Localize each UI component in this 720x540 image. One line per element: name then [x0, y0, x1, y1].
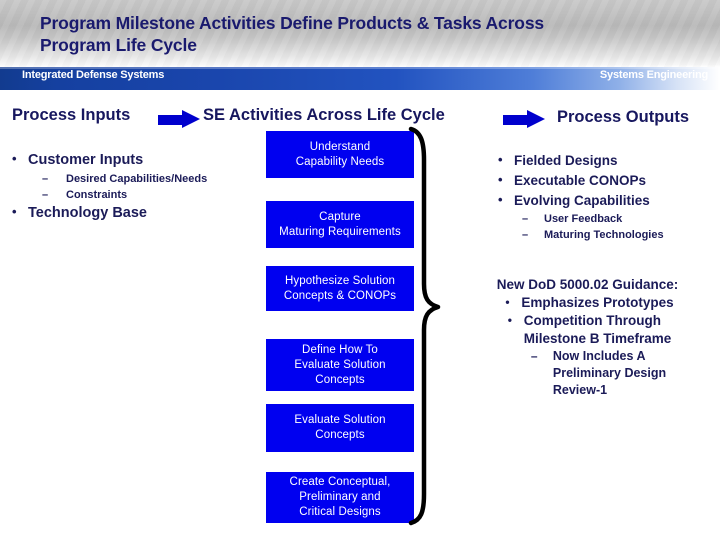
- heading-se-activities: SE Activities Across Life Cycle: [203, 106, 445, 124]
- arrow-head: [527, 110, 545, 128]
- activity-box-evaluate-solution-concepts[interactable]: Evaluate Solution Concepts: [266, 404, 414, 452]
- activity-box-define-how-to-evaluate[interactable]: Define How To Evaluate Solution Concepts: [266, 339, 414, 391]
- process-inputs-list: Customer Inputs Desired Capabilities/Nee…: [6, 149, 256, 224]
- list-item: Emphasizes Prototypes: [501, 293, 673, 312]
- list-item: User Feedback: [492, 211, 720, 227]
- list-item: Competition Through Milestone B Timefram…: [504, 311, 672, 348]
- process-outputs-list: Fielded Designs Executable CONOPs Evolvi…: [492, 150, 720, 243]
- ribbon-bar: [0, 67, 720, 90]
- guidance-row: Emphasizes Prototypes: [455, 293, 720, 312]
- activity-box-understand-capability-needs[interactable]: Understand Capability Needs: [266, 131, 414, 178]
- list-item: Technology Base: [6, 202, 256, 223]
- right-curly-brace-icon: [408, 126, 441, 526]
- activity-box-hypothesize-solution-concepts[interactable]: Hypothesize Solution Concepts & CONOPs: [266, 266, 414, 311]
- list-item: Executable CONOPs: [492, 170, 720, 190]
- ribbon-right-label: Systems Engineering: [599, 69, 708, 81]
- heading-process-outputs: Process Outputs: [557, 108, 690, 126]
- list-item: Constraints: [6, 187, 256, 203]
- right-arrow-icon-outputs: [503, 110, 545, 129]
- activity-box-create-designs[interactable]: Create Conceptual, Preliminary and Criti…: [266, 472, 414, 523]
- list-item: Evolving Capabilities: [492, 190, 720, 210]
- arrow-head: [182, 110, 200, 128]
- arrow-shaft: [158, 115, 183, 125]
- guidance-row: Competition Through Milestone B Timefram…: [455, 311, 720, 348]
- list-item: Desired Capabilities/Needs: [6, 171, 256, 187]
- list-item: Now Includes A Preliminary Design Review…: [523, 348, 666, 399]
- list-item: Fielded Designs: [492, 150, 720, 170]
- page-title: Program Milestone Activities Define Prod…: [40, 13, 544, 55]
- guidance-block: New DoD 5000.02 Guidance: Emphasizes Pro…: [455, 275, 720, 399]
- guidance-list: Emphasizes Prototypes Competition Throug…: [455, 293, 720, 399]
- heading-process-inputs: Process Inputs: [12, 106, 131, 124]
- arrow-shaft: [503, 115, 528, 125]
- activity-box-capture-maturing-requirements[interactable]: Capture Maturing Requirements: [266, 201, 414, 248]
- header-background: [0, 0, 720, 67]
- list-item: Customer Inputs: [6, 149, 256, 170]
- guidance-title: New DoD 5000.02 Guidance:: [496, 277, 679, 292]
- guidance-row: Now Includes A Preliminary Design Review…: [455, 348, 720, 399]
- ribbon-left-label: Integrated Defense Systems: [22, 69, 165, 81]
- right-arrow-icon-inputs: [158, 110, 200, 129]
- list-item: Maturing Technologies: [492, 227, 720, 243]
